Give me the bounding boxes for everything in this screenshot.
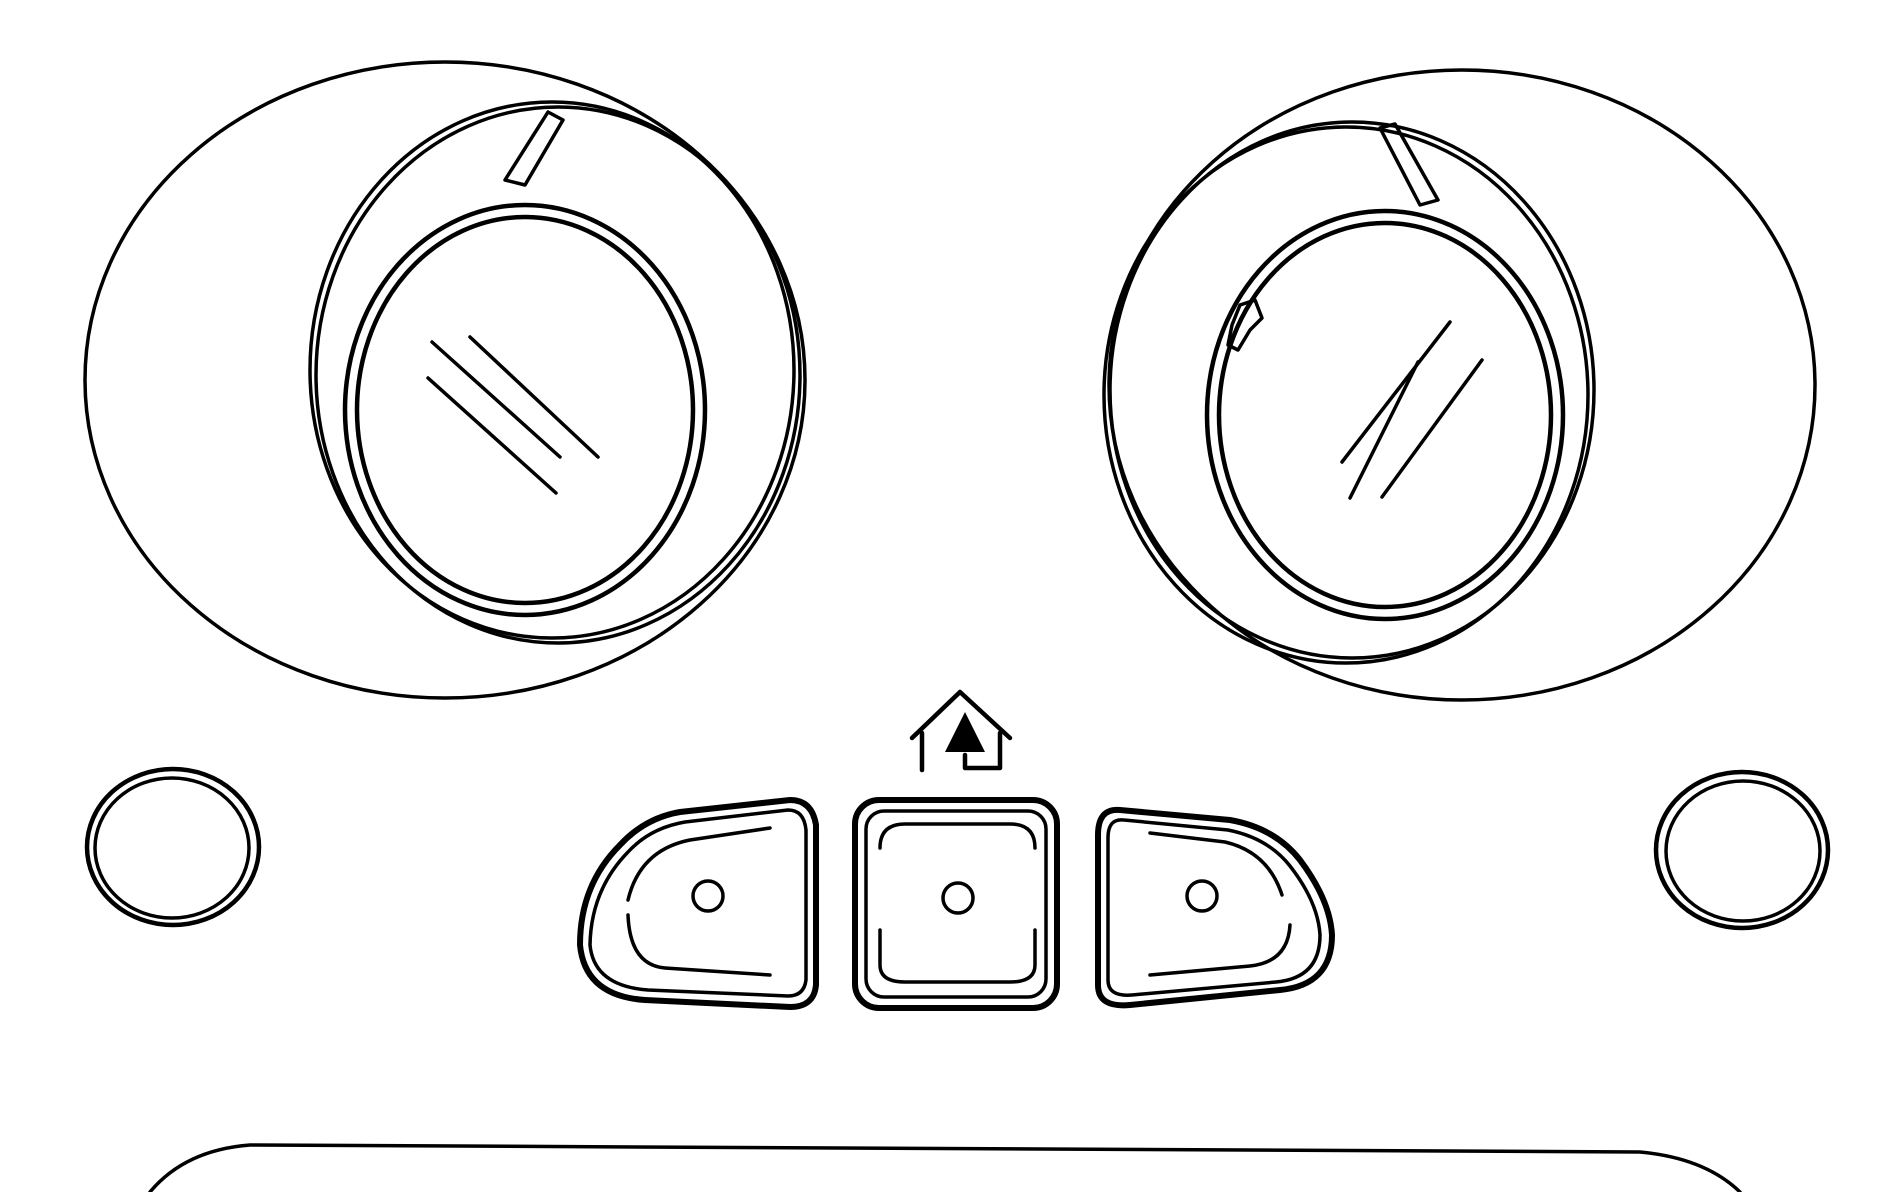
right-button-face-bottom bbox=[1148, 923, 1292, 977]
recirculation-house-arrow-icon bbox=[909, 689, 1013, 773]
center-push-button[interactable] bbox=[852, 797, 1060, 1011]
left-button-dot-icon bbox=[691, 879, 725, 913]
left-button-inner-edge bbox=[588, 808, 808, 998]
left-knob-ring bbox=[308, 100, 796, 640]
center-button-inner-edge bbox=[864, 809, 1048, 999]
left-button-face-top bbox=[626, 826, 772, 902]
left-button-face-bottom bbox=[626, 913, 772, 977]
right-button-dot-icon bbox=[1185, 879, 1219, 913]
left-button-outer bbox=[577, 797, 819, 1010]
lower-bezel-outline bbox=[148, 1143, 1742, 1192]
right-knob-ring-shadow bbox=[1102, 125, 1590, 665]
left-small-round-button[interactable] bbox=[84, 766, 262, 928]
left-knob-face-inner bbox=[354, 214, 696, 606]
center-button-face-bottom bbox=[878, 928, 1037, 984]
right-button-outer bbox=[1095, 806, 1335, 1009]
right-rotary-knob[interactable] bbox=[1102, 68, 1817, 702]
left-knob-pointer bbox=[503, 110, 565, 187]
center-button-dot-icon bbox=[941, 881, 975, 915]
right-small-round-button[interactable] bbox=[1653, 769, 1831, 931]
right-knob-face-inner bbox=[1216, 220, 1554, 610]
left-push-button[interactable] bbox=[577, 797, 819, 1010]
left-knob-face-outer bbox=[342, 202, 708, 618]
right-button-inner-edge bbox=[1106, 818, 1322, 997]
right-knob-pointer bbox=[1378, 122, 1440, 207]
left-rotary-knob[interactable] bbox=[83, 60, 807, 700]
right-button-face-top bbox=[1148, 831, 1284, 897]
right-push-button[interactable] bbox=[1095, 806, 1335, 1009]
left-knob-grip-lines bbox=[426, 335, 600, 495]
center-button-outer bbox=[852, 797, 1060, 1011]
right-knob-grip-lines bbox=[1340, 320, 1484, 500]
left-knob-ring-shadow bbox=[314, 105, 802, 645]
center-button-face-top bbox=[878, 822, 1037, 850]
left-knob-outer-bezel bbox=[83, 60, 807, 700]
right-knob-ring bbox=[1108, 120, 1596, 660]
right-knob-detent bbox=[1226, 298, 1264, 352]
right-knob-face-outer bbox=[1204, 208, 1566, 622]
